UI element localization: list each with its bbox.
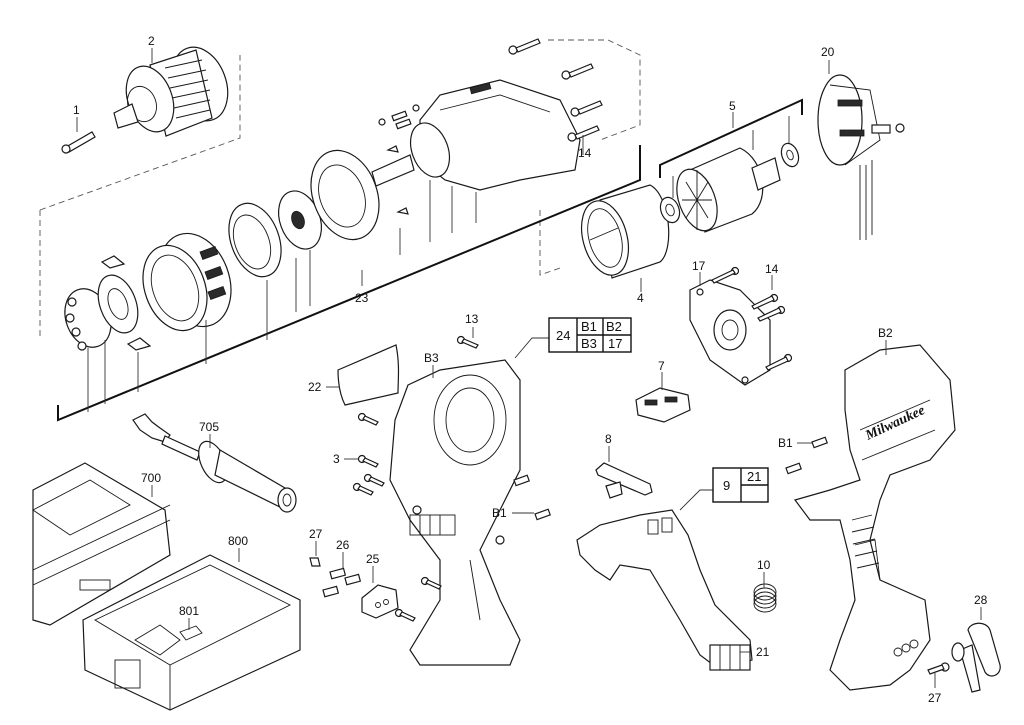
- gearbox-group-boundary: [39, 55, 241, 211]
- callout-8[interactable]: 8: [605, 432, 612, 446]
- callout-21[interactable]: 21: [756, 645, 770, 659]
- part-26-contacts[interactable]: [322, 567, 362, 598]
- callout-27-right[interactable]: 27: [928, 691, 942, 705]
- callout-20[interactable]: 20: [821, 45, 835, 59]
- part-7-direction-switch[interactable]: [635, 387, 691, 423]
- part-14-screws-top[interactable]: [508, 38, 603, 142]
- part-9-switch[interactable]: [576, 509, 753, 671]
- part-25-terminal-block[interactable]: [361, 584, 399, 619]
- part-22-label[interactable]: [337, 344, 400, 406]
- kit-box-24-cell: 17: [608, 336, 622, 351]
- part-705-side-handle[interactable]: [132, 413, 297, 513]
- callout-705[interactable]: 705: [199, 420, 219, 434]
- callouts: 1 2 3 4 5 7 8 10 13 14 14 17 20 21 22 23…: [73, 34, 988, 705]
- part-ring-gear[interactable]: [219, 196, 290, 284]
- callout-22[interactable]: 22: [308, 380, 322, 394]
- callout-801[interactable]: 801: [179, 604, 199, 618]
- part-4-motor-can[interactable]: [574, 184, 670, 280]
- part-gear-housing[interactable]: [404, 79, 581, 191]
- kit-box-9-number: 9: [723, 478, 730, 493]
- callout-800[interactable]: 800: [228, 534, 248, 548]
- callout-14-plate[interactable]: 14: [765, 262, 779, 276]
- part-17-end-plate[interactable]: [689, 279, 771, 386]
- callout-10[interactable]: 10: [757, 558, 771, 572]
- part-b1-pins-right[interactable]: [785, 436, 828, 475]
- assembly-5-bracket: [659, 98, 803, 178]
- part-clutch-sleeve[interactable]: [132, 223, 244, 339]
- assembly-23-bracket: [57, 145, 641, 422]
- kit-box-24-cell: B3: [581, 336, 597, 351]
- part-27-screw-right[interactable]: [927, 662, 950, 675]
- part-clip[interactable]: [100, 255, 152, 351]
- kit-box-24-cell: B2: [606, 319, 622, 334]
- part-1-screw[interactable]: [61, 131, 96, 154]
- callout-5[interactable]: 5: [729, 99, 736, 113]
- gearbox-group-boundary: [548, 39, 641, 141]
- callout-23[interactable]: 23: [355, 291, 369, 305]
- motor-group-boundary: [539, 210, 561, 276]
- callout-3[interactable]: 3: [333, 452, 340, 466]
- part-washer[interactable]: [271, 185, 329, 255]
- callout-700[interactable]: 700: [141, 471, 161, 485]
- kit-box-9-cell: 21: [747, 469, 761, 484]
- leader-lines: [76, 48, 982, 688]
- callout-b2[interactable]: B2: [878, 326, 893, 340]
- part-10-spring[interactable]: [753, 583, 777, 613]
- callout-26[interactable]: 26: [336, 538, 350, 552]
- callout-7[interactable]: 7: [658, 359, 665, 373]
- kit-box-24[interactable]: 24 B1 B2 B3 17: [548, 317, 632, 353]
- callout-28[interactable]: 28: [974, 593, 988, 607]
- part-b2-right-housing[interactable]: Milwaukee: [793, 344, 956, 691]
- callout-17[interactable]: 17: [692, 259, 706, 273]
- part-ring-plate[interactable]: [91, 270, 145, 339]
- callout-27-left[interactable]: 27: [309, 527, 323, 541]
- kit-box-24-number: 24: [556, 328, 570, 343]
- kit-box-24-cell: B1: [581, 319, 597, 334]
- callout-25[interactable]: 25: [366, 552, 380, 566]
- part-2-chuck[interactable]: [113, 39, 237, 138]
- callout-2[interactable]: 2: [148, 34, 155, 48]
- part-screws-housing[interactable]: [352, 335, 479, 622]
- callout-14-top[interactable]: 14: [578, 146, 592, 160]
- part-801-insert-tray[interactable]: [179, 625, 203, 641]
- kit-box-9[interactable]: 9 21: [712, 467, 769, 503]
- part-spindle[interactable]: [371, 154, 415, 187]
- callout-4[interactable]: 4: [637, 291, 644, 305]
- part-14-screws-plate[interactable]: [711, 266, 793, 371]
- callout-1[interactable]: 1: [73, 103, 80, 117]
- callout-b1-left[interactable]: B1: [492, 506, 507, 520]
- part-700-carry-case[interactable]: [32, 462, 171, 626]
- callout-b3[interactable]: B3: [424, 351, 439, 365]
- callout-13[interactable]: 13: [465, 312, 479, 326]
- callout-b1-right[interactable]: B1: [778, 436, 793, 450]
- part-28-belt-clip[interactable]: [951, 622, 1001, 693]
- part-pins[interactable]: [378, 104, 420, 215]
- part-20-brush-holder[interactable]: [817, 74, 905, 240]
- part-27-screw-left[interactable]: [309, 557, 321, 567]
- part-5-armature[interactable]: [657, 141, 802, 236]
- part-8-lock-button[interactable]: [595, 462, 653, 499]
- part-b1-pins-left[interactable]: [513, 474, 551, 521]
- part-b3-left-housing[interactable]: [389, 359, 521, 666]
- part-800-case-insert[interactable]: [82, 554, 301, 711]
